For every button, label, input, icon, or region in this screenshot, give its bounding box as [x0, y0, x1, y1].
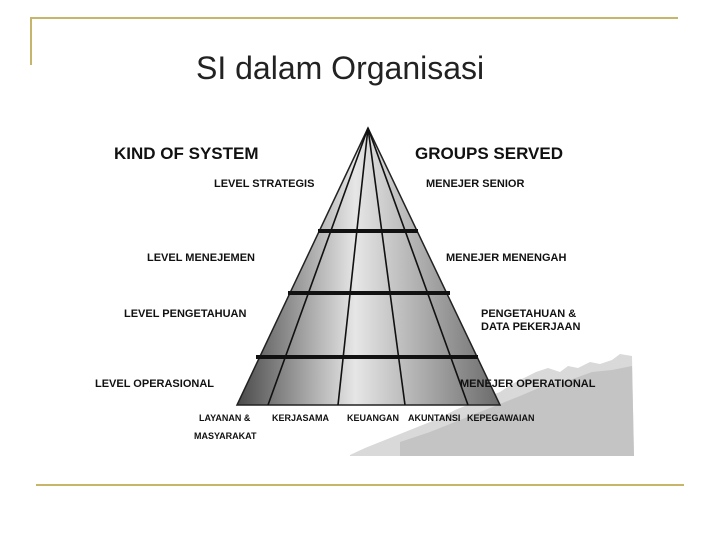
left-accent-line [30, 17, 32, 65]
slide-title: SI dalam Organisasi [196, 50, 485, 86]
functional-area-label: LAYANAN & [199, 413, 251, 423]
functional-area-label: MASYARAKAT [194, 431, 257, 441]
top-accent-line [30, 17, 678, 19]
system-level-label: LEVEL OPERASIONAL [95, 378, 214, 390]
system-level-label: LEVEL STRATEGIS [214, 178, 315, 190]
kind-of-system-header: KIND OF SYSTEM [114, 144, 259, 163]
groups-served-header: GROUPS SERVED [415, 144, 564, 163]
group-served-label: PENGETAHUAN & [481, 308, 577, 320]
bottom-accent-line [36, 484, 684, 486]
pyramid-body [235, 126, 502, 406]
functional-area-label: AKUNTANSI [408, 413, 461, 423]
terrain-shadow [400, 366, 634, 456]
group-served-label: MENEJER OPERATIONAL [460, 378, 596, 390]
system-level-label: LEVEL MENEJEMEN [147, 252, 255, 264]
group-served-label: MENEJER MENENGAH [446, 252, 567, 264]
functional-area-label: KEPEGAWAIAN [467, 413, 535, 423]
group-served-label: DATA PEKERJAAN [481, 321, 581, 333]
functional-area-label: KERJASAMA [272, 413, 330, 423]
functional-area-label: KEUANGAN [347, 413, 400, 423]
group-served-label: MENEJER SENIOR [426, 178, 525, 190]
system-level-label: LEVEL PENGETAHUAN [124, 308, 247, 320]
